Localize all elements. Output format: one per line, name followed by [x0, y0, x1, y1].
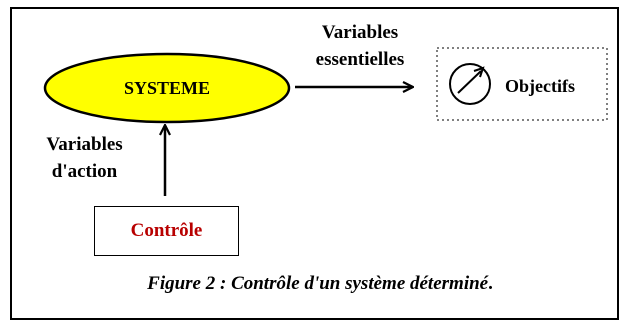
control-label: Contrôle	[130, 220, 203, 241]
objectives-label: Objectifs	[505, 76, 575, 96]
action-variables-label: Variables d'action	[22, 131, 147, 185]
objectives-dotted-box	[436, 47, 608, 121]
essential-variables-line2: essentielles	[315, 49, 405, 70]
action-variables-line1: Variables	[46, 134, 123, 155]
essential-variables-line1: Variables	[321, 22, 399, 43]
figure-caption: Figure 2 : Contrôle d'un système détermi…	[40, 272, 600, 296]
essential-variables-label: Variables essentielles	[290, 19, 430, 73]
control-box: Contrôle	[94, 206, 239, 256]
gauge-icon	[449, 63, 491, 105]
system-label: SYSTEME	[123, 78, 211, 98]
system-ellipse	[43, 52, 291, 124]
action-variables-line2: d'action	[51, 161, 118, 182]
caption-period: .	[488, 273, 493, 294]
caption-text: Figure 2 : Contrôle d'un système détermi…	[147, 273, 489, 294]
figure-frame	[10, 7, 619, 320]
